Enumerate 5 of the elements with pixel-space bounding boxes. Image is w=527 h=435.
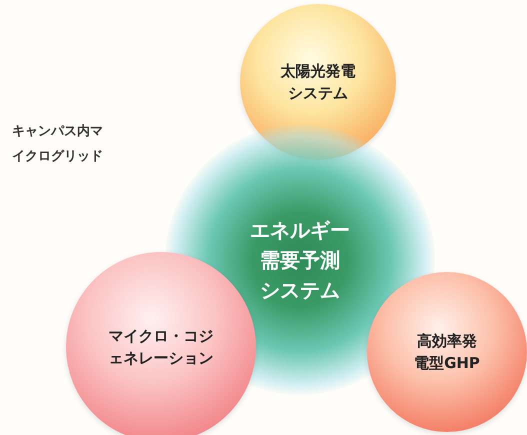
node-label: 高効率発電型GHP: [413, 330, 481, 374]
node-label: エネルギー需要予測システム: [250, 217, 350, 304]
node-label: マイクロ・コジェネレーション: [108, 326, 214, 369]
node-label: 太陽光発電システム: [279, 60, 356, 104]
caption-text: キャンパス内マイクログリッド: [12, 123, 103, 166]
